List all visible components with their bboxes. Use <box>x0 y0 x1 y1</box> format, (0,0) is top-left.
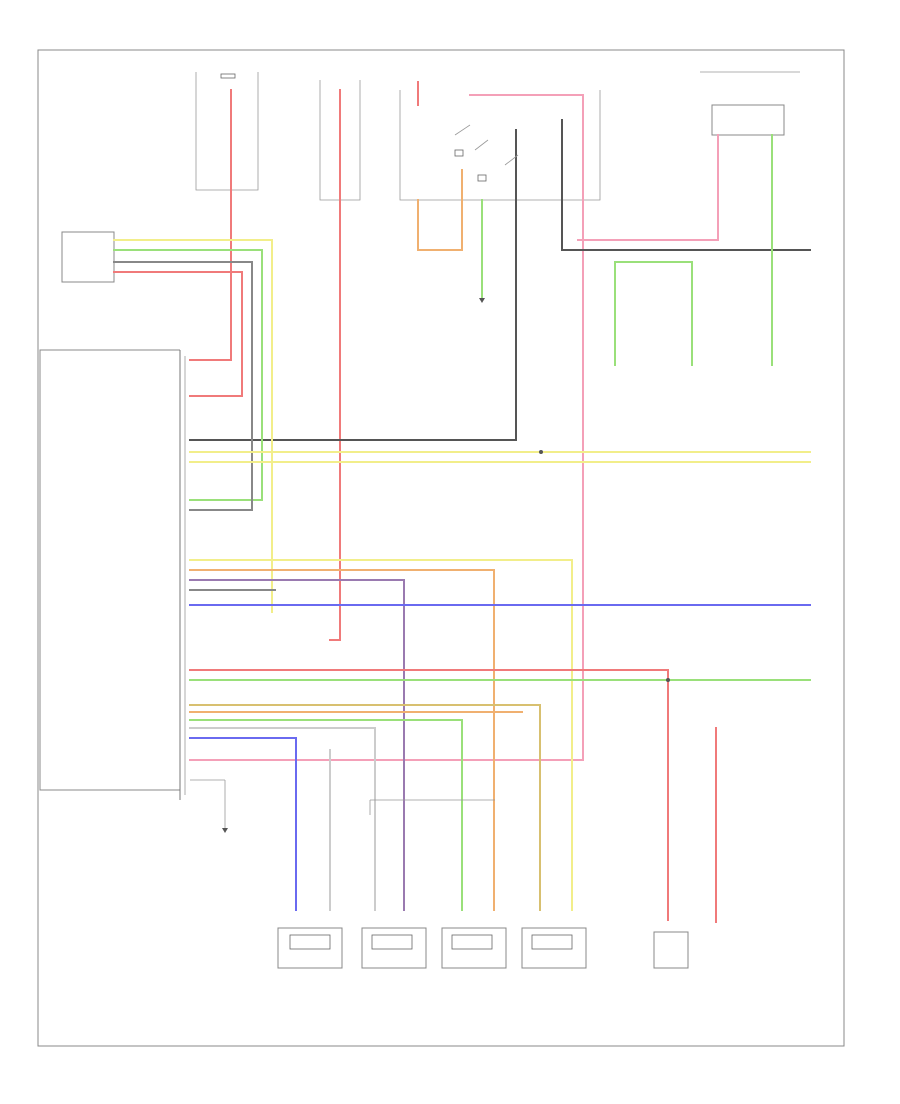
top-right-module <box>577 71 800 366</box>
splices <box>369 450 670 815</box>
occupant-sensor-connector <box>61 231 273 613</box>
bottom-sensor-1 <box>277 927 343 969</box>
bottom-sensor-2 <box>361 927 427 969</box>
bottom-sensor-4 <box>521 927 587 969</box>
top-switch-assembly <box>189 81 811 761</box>
bottom-sensor-3 <box>441 927 507 969</box>
bottom-right-device <box>653 931 689 969</box>
airbag-control-module <box>39 349 232 800</box>
top-mid-supply <box>319 80 361 641</box>
module-trunk-wires <box>189 451 811 923</box>
top-left-supply <box>195 72 259 361</box>
page-border <box>37 49 845 1047</box>
ground-symbols <box>222 298 485 833</box>
